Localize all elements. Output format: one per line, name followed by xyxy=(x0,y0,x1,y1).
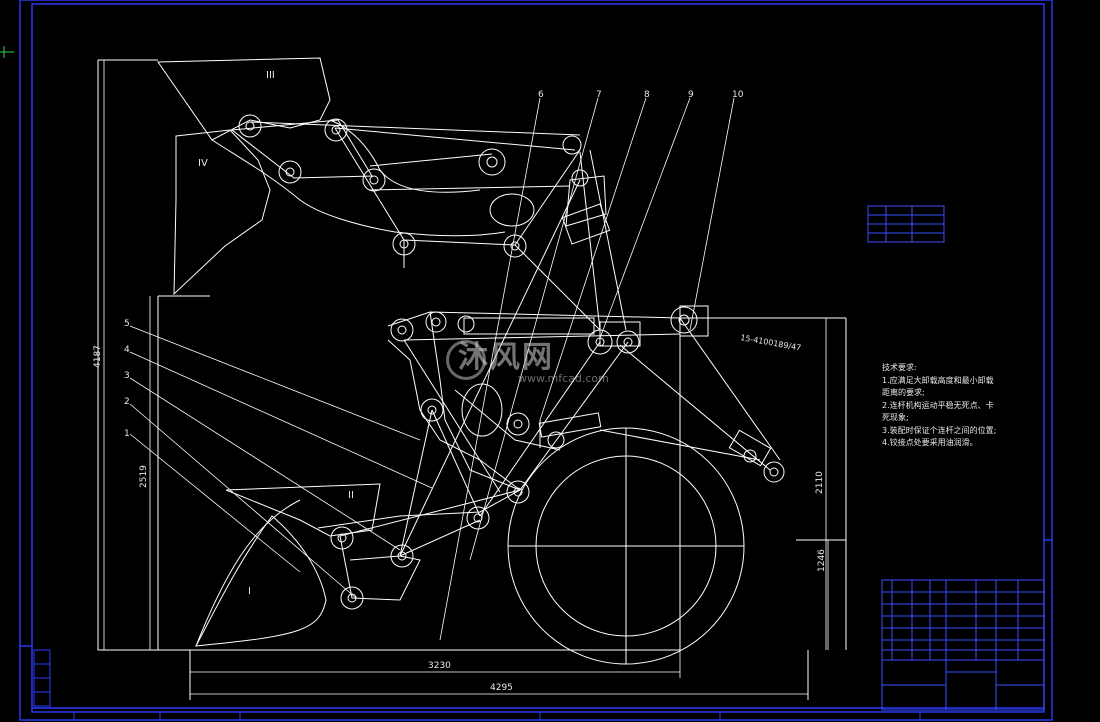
technical-requirements: 技术要求: 1.应满足大卸载高度和最小卸载 距离的要求; 2.连杆机构运动平稳无… xyxy=(882,362,1032,450)
title-block xyxy=(881,579,1045,711)
tech-note-line: 距离的要求; xyxy=(882,388,925,397)
watermark-logo-icon xyxy=(446,340,486,380)
label-region-iv: IV xyxy=(198,158,208,169)
tech-note-line: 死现象; xyxy=(882,413,909,422)
callout-2: 2 xyxy=(124,397,130,407)
tech-note-line: 2.连杆机构运动平稳无死点、卡 xyxy=(882,400,994,410)
label-region-ii: II xyxy=(348,490,354,501)
callout-10: 10 xyxy=(732,90,744,100)
dim-lower-height: 2519 xyxy=(139,465,149,488)
callout-leaders xyxy=(129,97,735,641)
label-bucket-upper: III xyxy=(266,70,275,81)
middle-pins xyxy=(390,306,785,483)
watermark-url: www.mfcad.com xyxy=(518,372,609,385)
callout-9: 9 xyxy=(688,90,694,100)
callout-3: 3 xyxy=(124,371,130,381)
callout-8: 8 xyxy=(644,90,650,100)
lower-pins xyxy=(330,480,530,610)
region-labels: III IV II I xyxy=(198,70,354,597)
callout-4: 4 xyxy=(124,345,130,355)
left-margin-cells xyxy=(33,649,51,707)
upper-linkage xyxy=(230,119,627,331)
dim-width-inner: 3230 xyxy=(428,661,451,671)
dim-overall-height: 4187 xyxy=(93,345,103,368)
tech-note-line: 1.应满足大卸载高度和最小卸载 xyxy=(882,375,994,385)
tech-notes-title: 技术要求: xyxy=(882,363,917,372)
dim-width-total: 4295 xyxy=(490,683,513,693)
tech-note-line: 4.铰接点处要采用油润滑。 xyxy=(882,438,978,447)
dim-right-lower: 1246 xyxy=(817,549,827,572)
middle-linkage xyxy=(387,311,781,493)
drawing-frame xyxy=(19,0,1053,721)
label-bucket-lower: I xyxy=(248,586,251,597)
callout-1: 1 xyxy=(124,429,130,439)
cylinder-note: 15-4100189/47 xyxy=(740,333,802,353)
wheel xyxy=(507,427,745,665)
hydraulic-cylinders xyxy=(463,203,772,467)
frame-ticks xyxy=(73,712,921,720)
tech-note-line: 3.装配时保证个连杆之间的位置; xyxy=(882,425,997,435)
upper-bucket xyxy=(157,57,506,296)
parts-table xyxy=(867,205,945,243)
dim-right-upper: 2110 xyxy=(815,471,825,494)
callout-7: 7 xyxy=(596,90,602,100)
dimension-lines xyxy=(103,60,829,695)
upper-pins xyxy=(238,114,589,258)
watermark-brand: 沐风网 xyxy=(458,340,554,375)
lower-bucket xyxy=(195,483,381,647)
callout-numbers: 6 7 8 9 10 5 4 3 2 1 xyxy=(124,90,744,439)
callout-6: 6 xyxy=(538,90,544,100)
cursor-crosshair xyxy=(0,46,14,58)
callout-5: 5 xyxy=(124,319,130,329)
